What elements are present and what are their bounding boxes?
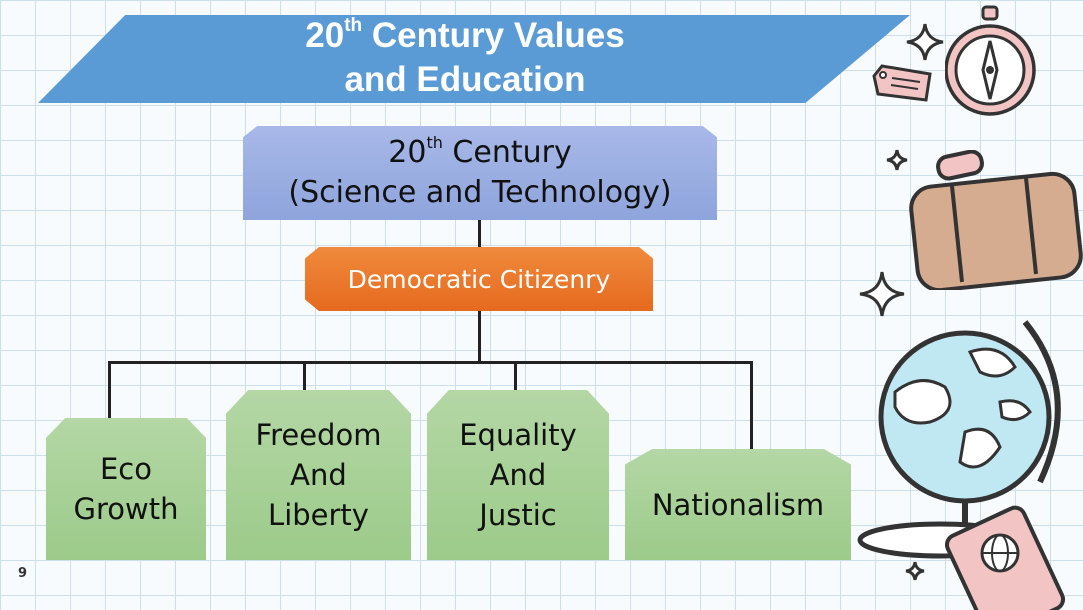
passport-icon — [945, 505, 1066, 610]
connector-root-middle — [478, 220, 481, 247]
title-banner — [38, 15, 910, 103]
luggage-tag-icon — [872, 64, 932, 102]
connector-leaf-1 — [108, 361, 111, 419]
sparkle-icon — [886, 149, 908, 171]
connector-leaf-4 — [750, 361, 753, 450]
slide-number: 9 — [18, 566, 28, 581]
middle-node: Democratic Citizenry — [305, 247, 653, 311]
root-node: 20th Century (Science and Technology) — [243, 126, 717, 220]
sparkle-icon — [906, 23, 944, 61]
sparkle-icon — [859, 271, 905, 317]
connector-bus — [108, 361, 753, 364]
leaf-node-nationalism: Nationalism — [625, 449, 851, 560]
connector-leaf-2 — [303, 361, 306, 391]
connector-leaf-3 — [514, 361, 517, 391]
compass-icon — [945, 5, 1036, 116]
sparkle-icon — [905, 561, 925, 581]
connector-middle-bus — [478, 311, 481, 362]
page-title: 20th Century Values and Education — [305, 15, 625, 99]
suitcase-icon — [909, 150, 1083, 290]
